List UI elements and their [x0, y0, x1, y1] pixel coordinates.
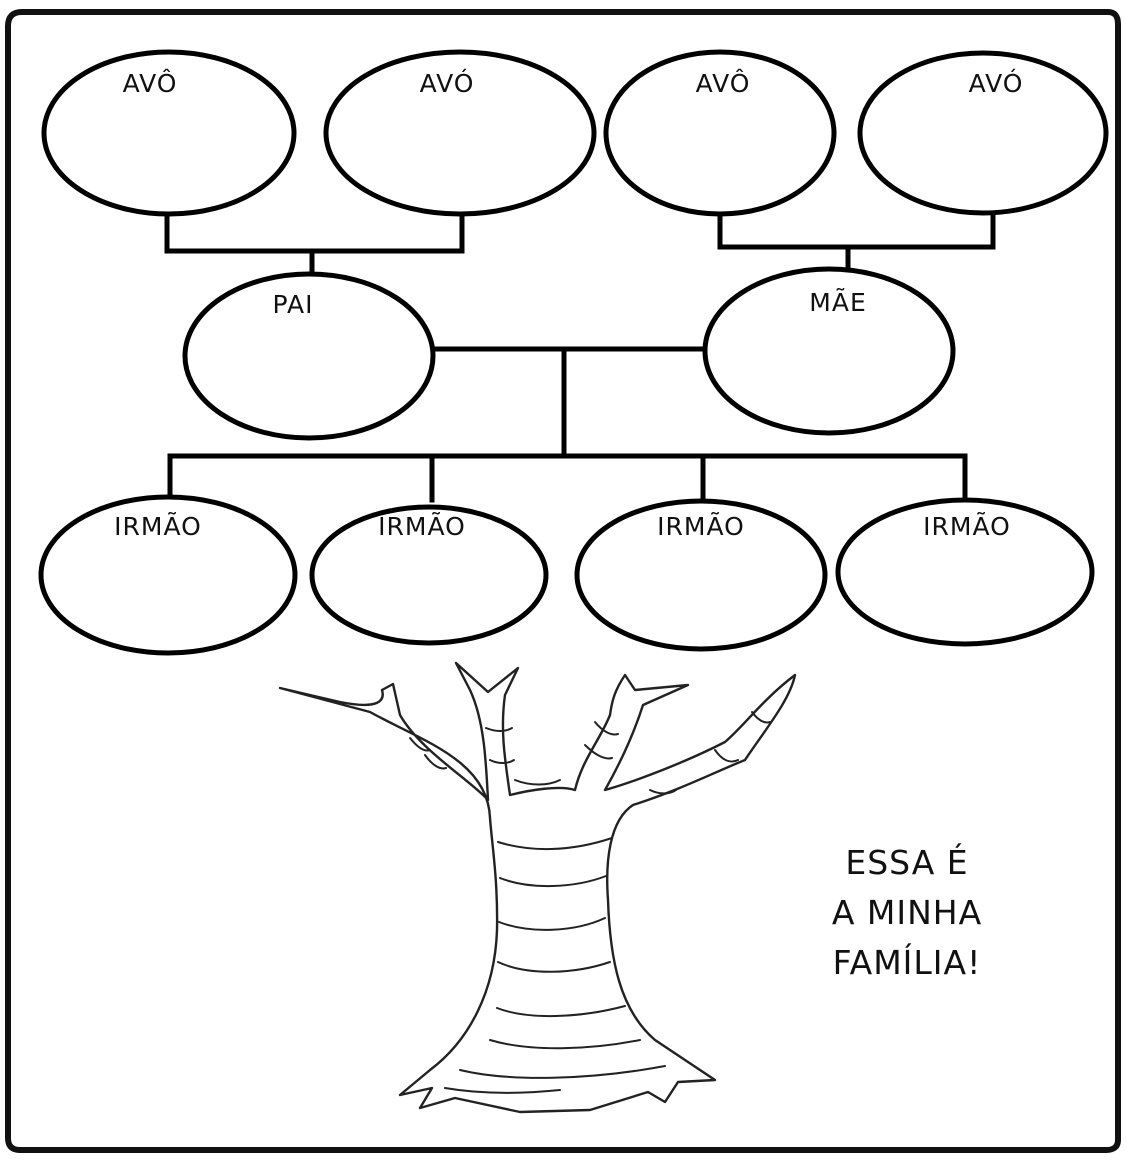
- mother-label: MÃE: [809, 287, 866, 317]
- mother-oval[interactable]: [702, 266, 956, 436]
- tree-illustration: [278, 661, 797, 1114]
- sibling-1-label: IRMÃO: [114, 511, 202, 541]
- grandfather-maternal-label: AVÔ: [696, 68, 751, 98]
- sibling-3-label: IRMÃO: [657, 511, 745, 541]
- sibling-2-oval[interactable]: [309, 504, 549, 646]
- caption: ESSA É A MINHA FAMÍLIA!: [832, 842, 982, 982]
- sibling-3-oval[interactable]: [574, 498, 828, 652]
- sibling-1-oval[interactable]: [38, 494, 298, 656]
- sibling-4-oval[interactable]: [835, 497, 1095, 647]
- grandfather-paternal-label: AVÔ: [123, 68, 178, 98]
- grandparents-row: AVÔ AVÓ AVÔ AVÓ: [41, 49, 1109, 217]
- caption-line-3: FAMÍLIA!: [833, 942, 982, 982]
- tree-trunk: [278, 661, 797, 1114]
- grandmother-paternal-oval[interactable]: [323, 49, 597, 217]
- caption-line-2: A MINHA: [832, 893, 982, 932]
- connector-maternal-grandparents: [717, 205, 996, 250]
- grandmother-maternal-label: AVÓ: [969, 68, 1024, 98]
- page-frame: [5, 9, 1121, 1153]
- sibling-2-label: IRMÃO: [378, 511, 466, 541]
- connector-paternal-grandparents: [164, 205, 465, 254]
- parents-row: PAI MÃE: [182, 266, 956, 441]
- caption-line-1: ESSA É: [845, 842, 968, 882]
- father-oval[interactable]: [182, 271, 436, 441]
- connector-lines: [164, 205, 996, 503]
- grandfather-paternal-oval[interactable]: [41, 49, 297, 217]
- grandfather-maternal-oval[interactable]: [603, 49, 837, 217]
- tree-bark-lines: [409, 711, 771, 1094]
- sibling-4-label: IRMÃO: [923, 511, 1011, 541]
- father-label: PAI: [273, 290, 314, 319]
- grandmother-paternal-label: AVÓ: [420, 68, 475, 98]
- siblings-row: IRMÃO IRMÃO IRMÃO IRMÃO: [38, 494, 1095, 656]
- grandmother-maternal-oval[interactable]: [857, 50, 1109, 216]
